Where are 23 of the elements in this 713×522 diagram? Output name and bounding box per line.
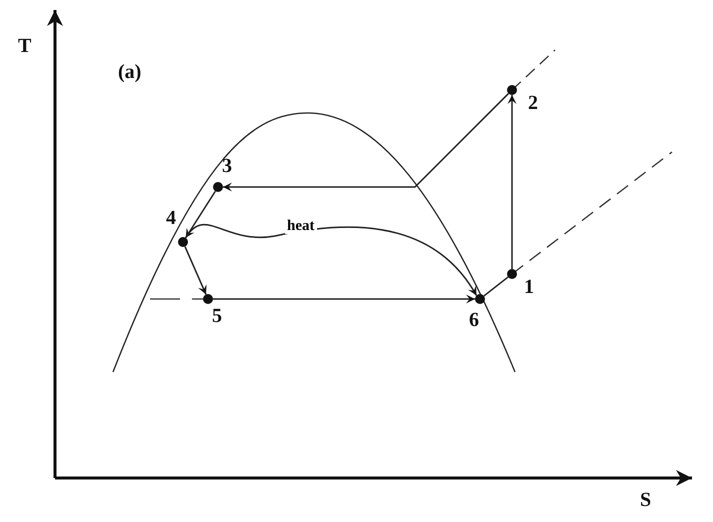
axis-label: S (640, 490, 652, 510)
arrow (185, 224, 478, 296)
arrow (184, 246, 207, 295)
arrow (508, 95, 516, 269)
axis-label: T (18, 36, 32, 56)
arrow (185, 190, 216, 238)
point-number: 6 (469, 310, 479, 330)
arrow (213, 294, 475, 304)
state-point (213, 182, 223, 192)
edge-label: heat (285, 219, 316, 234)
point-number: 1 (524, 277, 534, 297)
state-point (507, 269, 517, 279)
state-point (178, 237, 188, 247)
arrow (223, 93, 509, 192)
state-point (475, 294, 485, 304)
panel-label: (a) (118, 62, 142, 82)
point-number: 3 (222, 156, 232, 176)
state-point (203, 294, 213, 304)
point-number: 5 (212, 306, 222, 326)
line (483, 276, 509, 297)
state-point (507, 85, 517, 95)
point-number: 2 (528, 93, 538, 113)
point-number: 4 (166, 208, 176, 228)
